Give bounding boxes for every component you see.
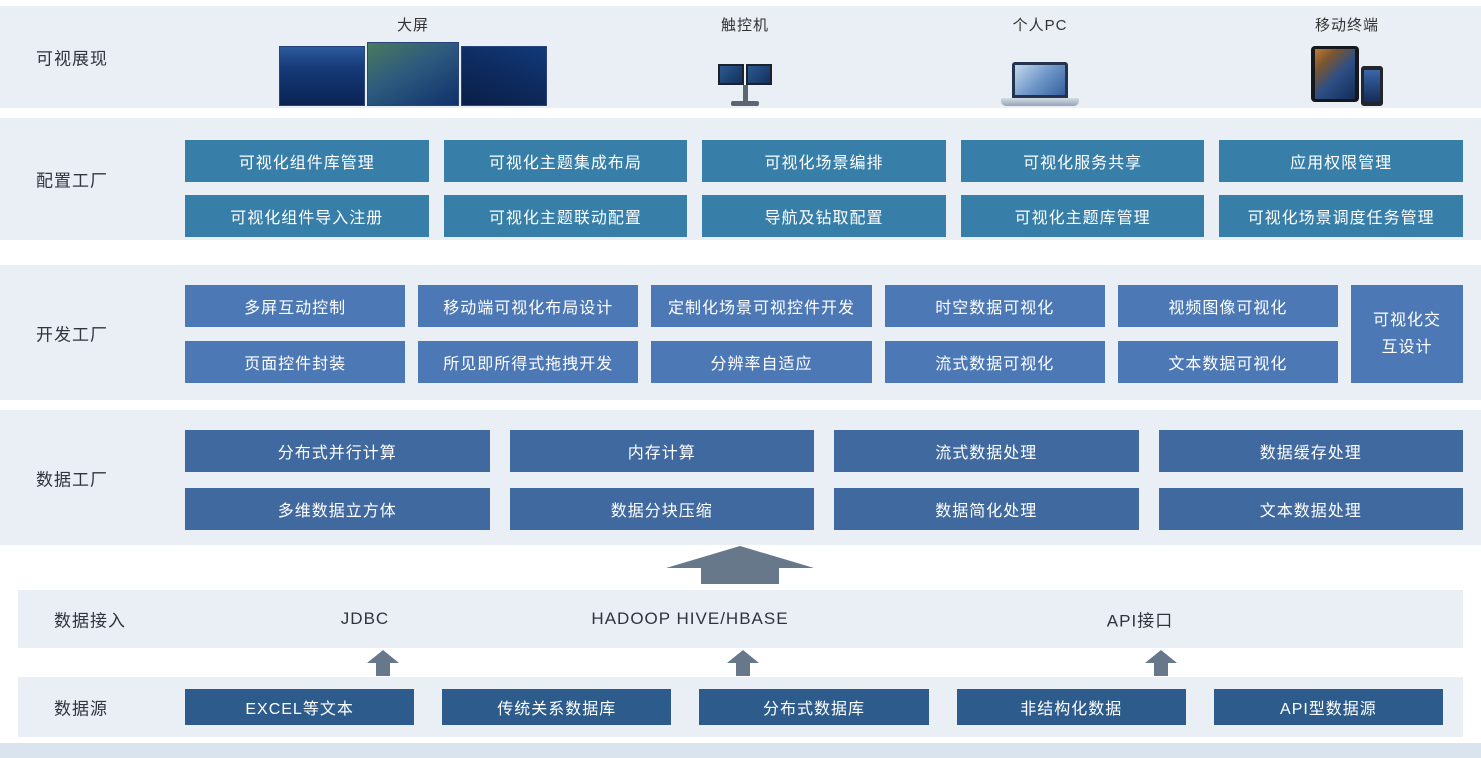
big-up-arrow [666, 546, 814, 584]
small-up-arrow-shaft [736, 663, 750, 676]
phone-icon [1361, 66, 1383, 106]
config-item: 可视化组件导入注册 [185, 195, 429, 237]
dev-item: 所见即所得式拖拽开发 [418, 341, 639, 383]
big-up-arrow-head [666, 546, 814, 568]
device-label-pc: 个人PC [1012, 17, 1068, 34]
dev-item-interaction-design: 可视化交互设计 [1350, 285, 1463, 383]
device-mobile: 移动终端 [1292, 14, 1402, 106]
device-label-touch-machine: 触控机 [720, 17, 769, 34]
small-up-arrow-head [727, 650, 759, 663]
config-item: 可视化组件库管理 [185, 140, 429, 182]
touch-screen-right [746, 64, 772, 85]
band-label-config: 配置工厂 [36, 171, 108, 191]
device-large-screen: 大屏 [279, 14, 547, 106]
touch-machine-icon [690, 38, 800, 106]
config-row-2: 可视化组件导入注册 可视化主题联动配置 导航及钻取配置 可视化主题库管理 可视化… [185, 195, 1463, 237]
data-item: 多维数据立方体 [185, 488, 490, 530]
small-up-arrow-head [1145, 650, 1177, 663]
small-up-arrow-head [367, 650, 399, 663]
dev-item: 文本数据可视化 [1117, 341, 1338, 383]
dev-item: 定制化场景可视控件开发 [651, 285, 872, 327]
config-item: 导航及钻取配置 [702, 195, 946, 237]
device-label-mobile: 移动终端 [1314, 17, 1379, 34]
source-item: 分布式数据库 [699, 689, 929, 725]
access-item-jdbc: JDBC [340, 609, 390, 628]
data-item: 数据简化处理 [834, 488, 1139, 530]
data-access-band: 数据接入 JDBC HADOOP HIVE/HBASE API接口 [18, 590, 1463, 648]
dev-item: 视频图像可视化 [1117, 285, 1338, 327]
touch-stand-pole [742, 85, 748, 101]
small-up-arrow [367, 650, 399, 676]
data-factory-band: 数据工厂 分布式并行计算 内存计算 流式数据处理 数据缓存处理 多维数据立方体 … [0, 410, 1481, 545]
source-row: EXCEL等文本 传统关系数据库 分布式数据库 非结构化数据 API型数据源 [185, 689, 1444, 725]
dev-item: 移动端可视化布局设计 [418, 285, 639, 327]
small-up-arrow-shaft [376, 663, 390, 676]
big-up-arrow-shaft [701, 568, 779, 584]
band-label-source: 数据源 [54, 699, 108, 719]
dev-item: 分辨率自适应 [651, 341, 872, 383]
dev-item: 多屏互动控制 [185, 285, 406, 327]
visual-display-band: 可视展现 大屏 触控机 [0, 6, 1481, 108]
config-item: 可视化场景编排 [702, 140, 946, 182]
dev-factory-band: 开发工厂 多屏互动控制 移动端可视化布局设计 定制化场景可视控件开发 时空数据可… [0, 265, 1481, 400]
data-item: 数据分块压缩 [509, 488, 814, 530]
device-touch-machine: 触控机 [690, 14, 800, 106]
touch-screen-left [718, 64, 744, 85]
config-item: 可视化主题联动配置 [443, 195, 688, 237]
config-factory-band: 配置工厂 可视化组件库管理 可视化主题集成布局 可视化场景编排 可视化服务共享 … [0, 118, 1481, 240]
source-item: 传统关系数据库 [442, 689, 672, 725]
laptop-screen [1012, 62, 1068, 98]
laptop-keyboard [1001, 98, 1079, 106]
access-item-hadoop: HADOOP HIVE/HBASE [591, 609, 789, 628]
band-label-data: 数据工厂 [36, 470, 108, 489]
data-item: 数据缓存处理 [1158, 430, 1463, 472]
laptop-icon [985, 38, 1095, 106]
data-item: 流式数据处理 [834, 430, 1139, 472]
touch-stand-base [731, 101, 759, 106]
dashboard-screen-center [367, 42, 459, 106]
dev-grid: 多屏互动控制 移动端可视化布局设计 定制化场景可视控件开发 时空数据可视化 视频… [185, 285, 1463, 383]
tablet-icon [1311, 46, 1359, 102]
band-label-display: 可视展现 [36, 49, 108, 69]
access-item-api: API接口 [1106, 611, 1174, 631]
source-item: API型数据源 [1213, 689, 1444, 725]
mobile-devices-icon [1292, 38, 1402, 106]
config-item: 可视化服务共享 [960, 140, 1205, 182]
data-row-2: 多维数据立方体 数据分块压缩 数据简化处理 文本数据处理 [185, 488, 1463, 530]
data-row-1: 分布式并行计算 内存计算 流式数据处理 数据缓存处理 [185, 430, 1463, 472]
data-item: 内存计算 [509, 430, 814, 472]
config-item: 可视化场景调度任务管理 [1219, 195, 1463, 237]
large-screen-icon [279, 38, 547, 106]
source-item: 非结构化数据 [956, 689, 1186, 725]
dashboard-screen-left [279, 46, 365, 106]
data-item: 文本数据处理 [1158, 488, 1463, 530]
config-row-1: 可视化组件库管理 可视化主题集成布局 可视化场景编排 可视化服务共享 应用权限管… [185, 140, 1463, 182]
data-source-band: 数据源 EXCEL等文本 传统关系数据库 分布式数据库 非结构化数据 API型数… [18, 677, 1463, 737]
bottom-strip [0, 743, 1481, 758]
band-label-access: 数据接入 [54, 611, 126, 631]
dev-item: 流式数据可视化 [884, 341, 1105, 383]
small-up-arrow [1145, 650, 1177, 676]
small-up-arrow-shaft [1154, 663, 1168, 676]
config-item: 可视化主题库管理 [960, 195, 1205, 237]
dev-item: 页面控件封装 [185, 341, 406, 383]
device-label-large-screen: 大屏 [396, 17, 429, 34]
config-item: 应用权限管理 [1219, 140, 1463, 182]
band-label-dev: 开发工厂 [36, 325, 108, 344]
data-item: 分布式并行计算 [185, 430, 490, 472]
small-up-arrow [727, 650, 759, 676]
config-item: 可视化主题集成布局 [443, 140, 688, 182]
dev-item: 时空数据可视化 [884, 285, 1105, 327]
device-pc: 个人PC [985, 14, 1095, 106]
source-item: EXCEL等文本 [185, 689, 415, 725]
dashboard-screen-right [461, 46, 547, 106]
